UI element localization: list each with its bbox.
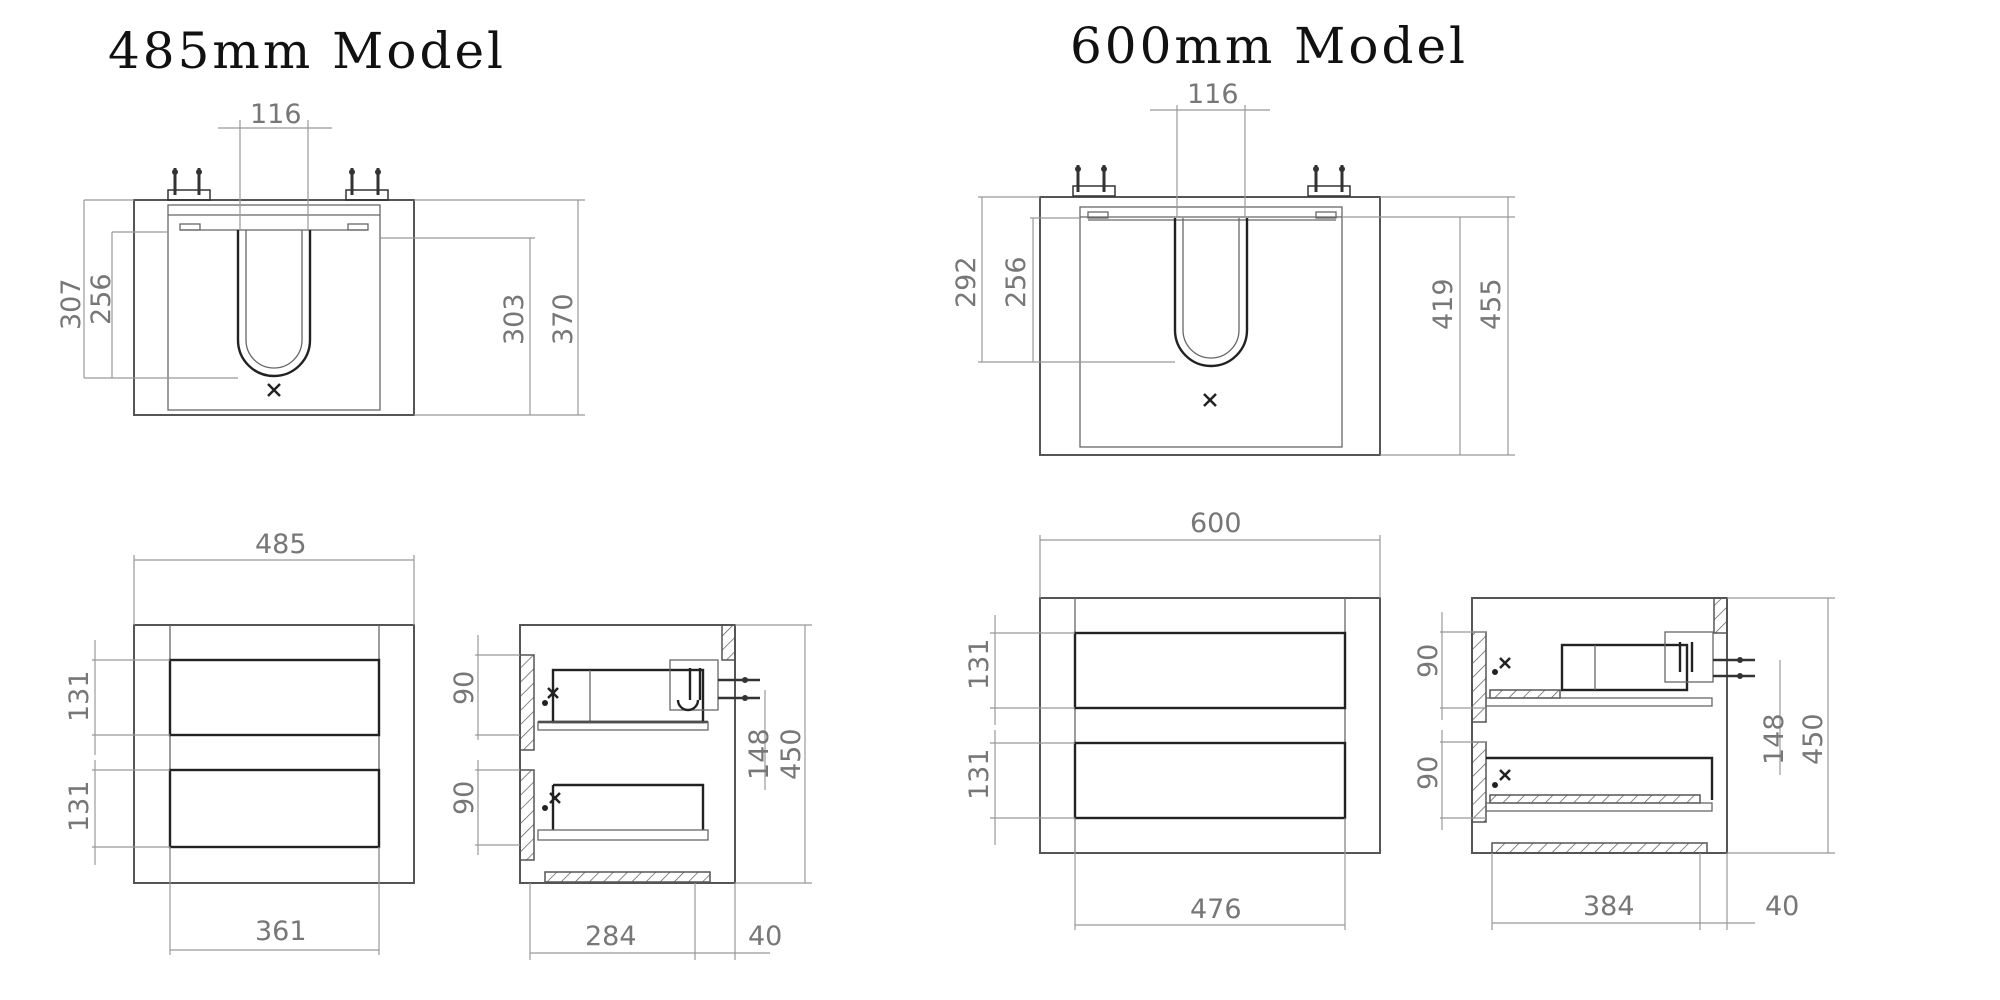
dim-600: 600 xyxy=(1190,508,1242,539)
drawer-front-bottom xyxy=(1073,741,1347,820)
dim-455: 455 xyxy=(1476,278,1507,330)
dim-450: 450 xyxy=(1798,713,1829,765)
dim-384: 384 xyxy=(1583,891,1635,922)
tap-valve-icon xyxy=(167,168,211,201)
dim-303: 303 xyxy=(499,293,530,345)
drawer-front-top xyxy=(168,658,381,737)
dim-40: 40 xyxy=(748,921,782,952)
model-600-title: 600mm Model xyxy=(1070,17,1468,75)
dim-292: 292 xyxy=(951,256,982,308)
tap-valve-icon xyxy=(1072,165,1116,197)
dim-256: 256 xyxy=(1001,256,1032,308)
dim-370: 370 xyxy=(548,293,579,345)
tap-valve-icon xyxy=(1307,165,1351,197)
dim-148: 148 xyxy=(744,728,775,780)
dim-131-top: 131 xyxy=(964,638,995,690)
model-485-title: 485mm Model xyxy=(108,22,506,80)
model-600-top-view: 116 292 256 419 455 xyxy=(951,79,1515,456)
model-485-side-view: 90 90 148 450 284 40 xyxy=(449,624,812,960)
dim-90-bottom: 90 xyxy=(1413,756,1444,790)
dim-116: 116 xyxy=(250,99,302,130)
dim-485: 485 xyxy=(255,529,307,560)
dim-419: 419 xyxy=(1428,278,1459,330)
model-600-side-view: 90 90 148 450 384 40 xyxy=(1413,597,1835,930)
dim-450: 450 xyxy=(776,728,807,780)
dim-131-top: 131 xyxy=(64,670,95,722)
dim-256: 256 xyxy=(86,273,117,325)
dim-90-bottom: 90 xyxy=(449,781,480,815)
drain-cross-icon xyxy=(1499,657,1511,669)
tap-valve-icon xyxy=(1713,657,1755,679)
dim-148: 148 xyxy=(1759,713,1790,765)
tap-valve-icon xyxy=(345,168,389,201)
drain-cross-icon xyxy=(1203,393,1217,407)
drawer-front-top xyxy=(1073,631,1347,710)
dim-476: 476 xyxy=(1190,894,1242,925)
drain-cross-icon xyxy=(1499,769,1511,781)
model-485-top-view: 116 307 256 303 370 xyxy=(56,99,585,416)
dim-284: 284 xyxy=(585,921,637,952)
tap-valve-icon xyxy=(718,677,760,701)
drain-cross-icon xyxy=(549,792,561,804)
dim-90-top: 90 xyxy=(1413,644,1444,678)
dim-116: 116 xyxy=(1187,79,1239,110)
model-600-front-view: 600 131 131 476 xyxy=(964,508,1381,930)
model-485-front-view: 485 131 131 361 xyxy=(64,529,415,955)
drain-cross-icon xyxy=(547,687,559,699)
dim-361: 361 xyxy=(255,916,307,947)
dim-40: 40 xyxy=(1765,891,1799,922)
drawer-front-bottom xyxy=(168,768,381,849)
dim-131-bottom: 131 xyxy=(964,748,995,800)
dim-90-top: 90 xyxy=(449,671,480,705)
drain-cross-icon xyxy=(267,383,281,397)
dim-307: 307 xyxy=(56,278,87,330)
dim-131-bottom: 131 xyxy=(64,780,95,832)
